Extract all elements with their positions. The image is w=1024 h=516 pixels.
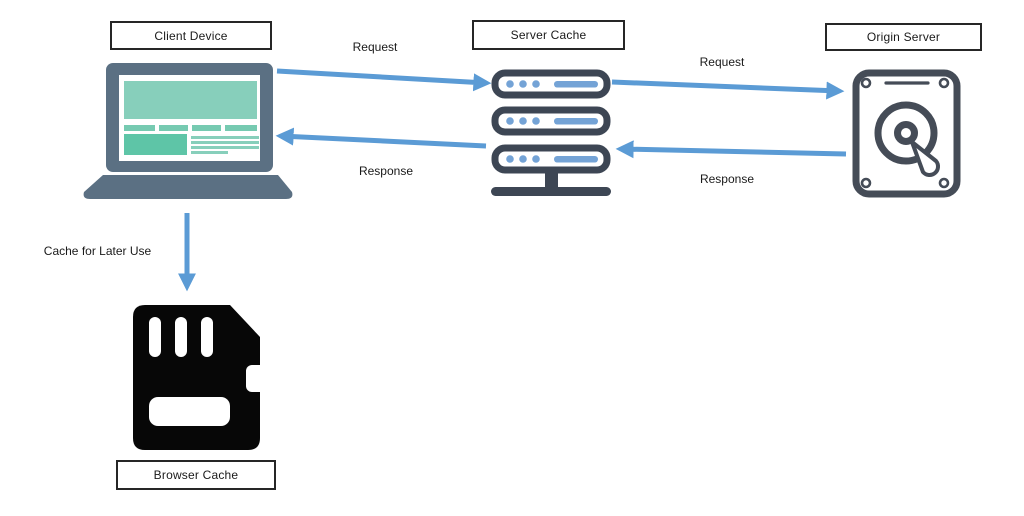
node-label-client-device: Client Device xyxy=(110,21,272,50)
edge-label-request-left: Request xyxy=(352,40,398,54)
arrow-request-servercache-to-origin xyxy=(611,79,845,100)
edge-label-request-right: Request xyxy=(699,55,745,69)
server-stack-icon xyxy=(491,69,611,196)
hard-drive-icon xyxy=(852,69,961,198)
node-label-browser-cache: Browser Cache xyxy=(116,460,276,490)
edge-label-cache-for-later-use: Cache for Later Use xyxy=(43,244,152,258)
sd-card-icon xyxy=(133,305,266,450)
arrow-request-client-to-servercache xyxy=(276,68,492,92)
edge-label-response-right: Response xyxy=(699,172,755,186)
edge-label-response-left: Response xyxy=(358,164,414,178)
arrow-response-servercache-to-client xyxy=(275,127,487,149)
node-label-origin-server: Origin Server xyxy=(825,23,982,51)
laptop-icon xyxy=(83,63,293,199)
arrow-response-origin-to-servercache xyxy=(615,140,847,159)
node-label-server-cache: Server Cache xyxy=(472,20,625,50)
